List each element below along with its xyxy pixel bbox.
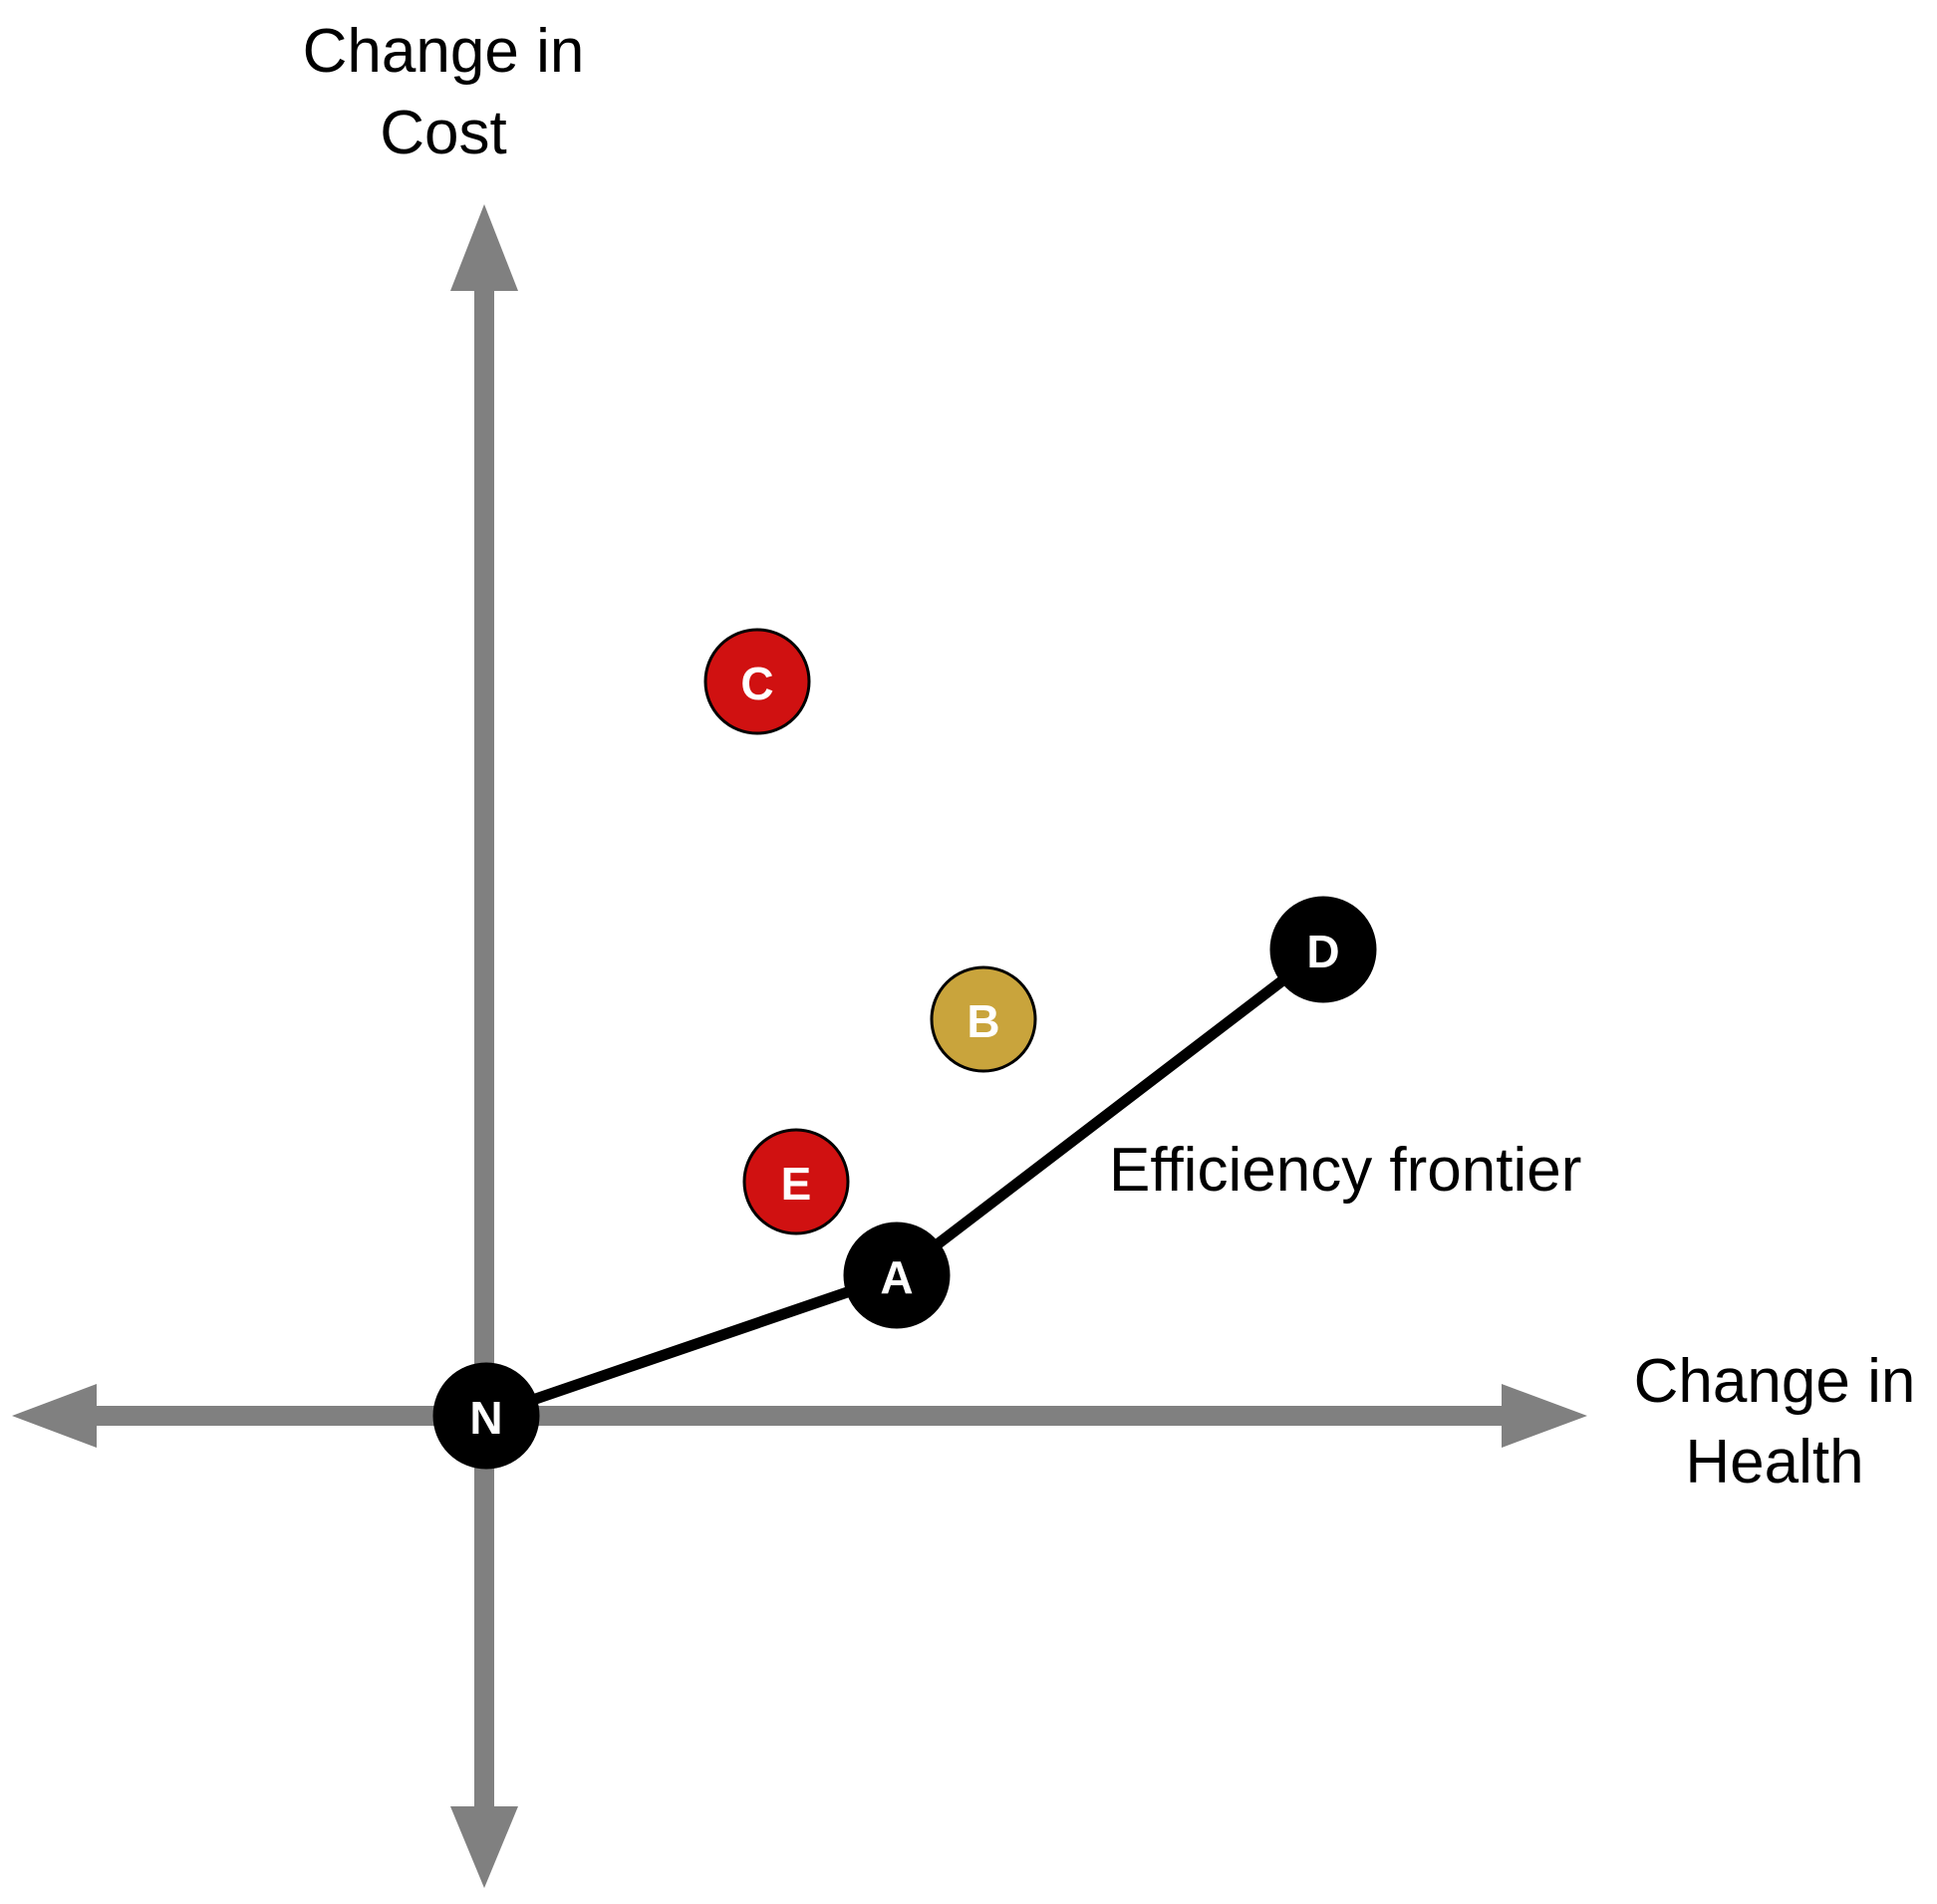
x-axis-title-line1: Change in	[1634, 1347, 1916, 1416]
point-N-marker	[432, 1362, 540, 1470]
x-axis-shaft	[93, 1406, 1506, 1426]
x-axis	[12, 1384, 1587, 1448]
point-A-label: A	[880, 1251, 913, 1303]
y-axis-title-line1: Change in	[303, 17, 585, 86]
y-axis-arrow-up-icon	[450, 204, 518, 291]
y-axis-title-line2: Cost	[380, 99, 506, 167]
point-D-label: D	[1306, 926, 1339, 977]
point-E-marker	[742, 1128, 850, 1235]
point-B: B	[930, 965, 1037, 1073]
point-A: A	[843, 1222, 951, 1329]
point-E: E	[742, 1128, 850, 1235]
point-C: C	[703, 628, 811, 735]
y-axis	[450, 204, 518, 1888]
point-N-label: N	[469, 1392, 502, 1444]
efficiency-frontier-label: Efficiency frontier	[1109, 1136, 1581, 1205]
point-D: D	[1269, 896, 1377, 1003]
point-A-marker	[843, 1222, 951, 1329]
x-axis-title-line2: Health	[1685, 1428, 1863, 1496]
point-D-marker	[1269, 896, 1377, 1003]
x-axis-arrow-right-icon	[1502, 1384, 1587, 1448]
x-axis-arrow-left-icon	[12, 1384, 97, 1448]
y-axis-shaft	[474, 287, 494, 1809]
point-C-label: C	[740, 658, 773, 709]
y-axis-arrow-down-icon	[450, 1806, 518, 1888]
point-E-label: E	[781, 1158, 812, 1210]
point-B-label: B	[967, 995, 999, 1047]
point-C-marker	[703, 628, 811, 735]
points-layer: N C E A B D	[432, 628, 1377, 1470]
point-B-marker	[930, 965, 1037, 1073]
point-N: N	[432, 1362, 540, 1470]
